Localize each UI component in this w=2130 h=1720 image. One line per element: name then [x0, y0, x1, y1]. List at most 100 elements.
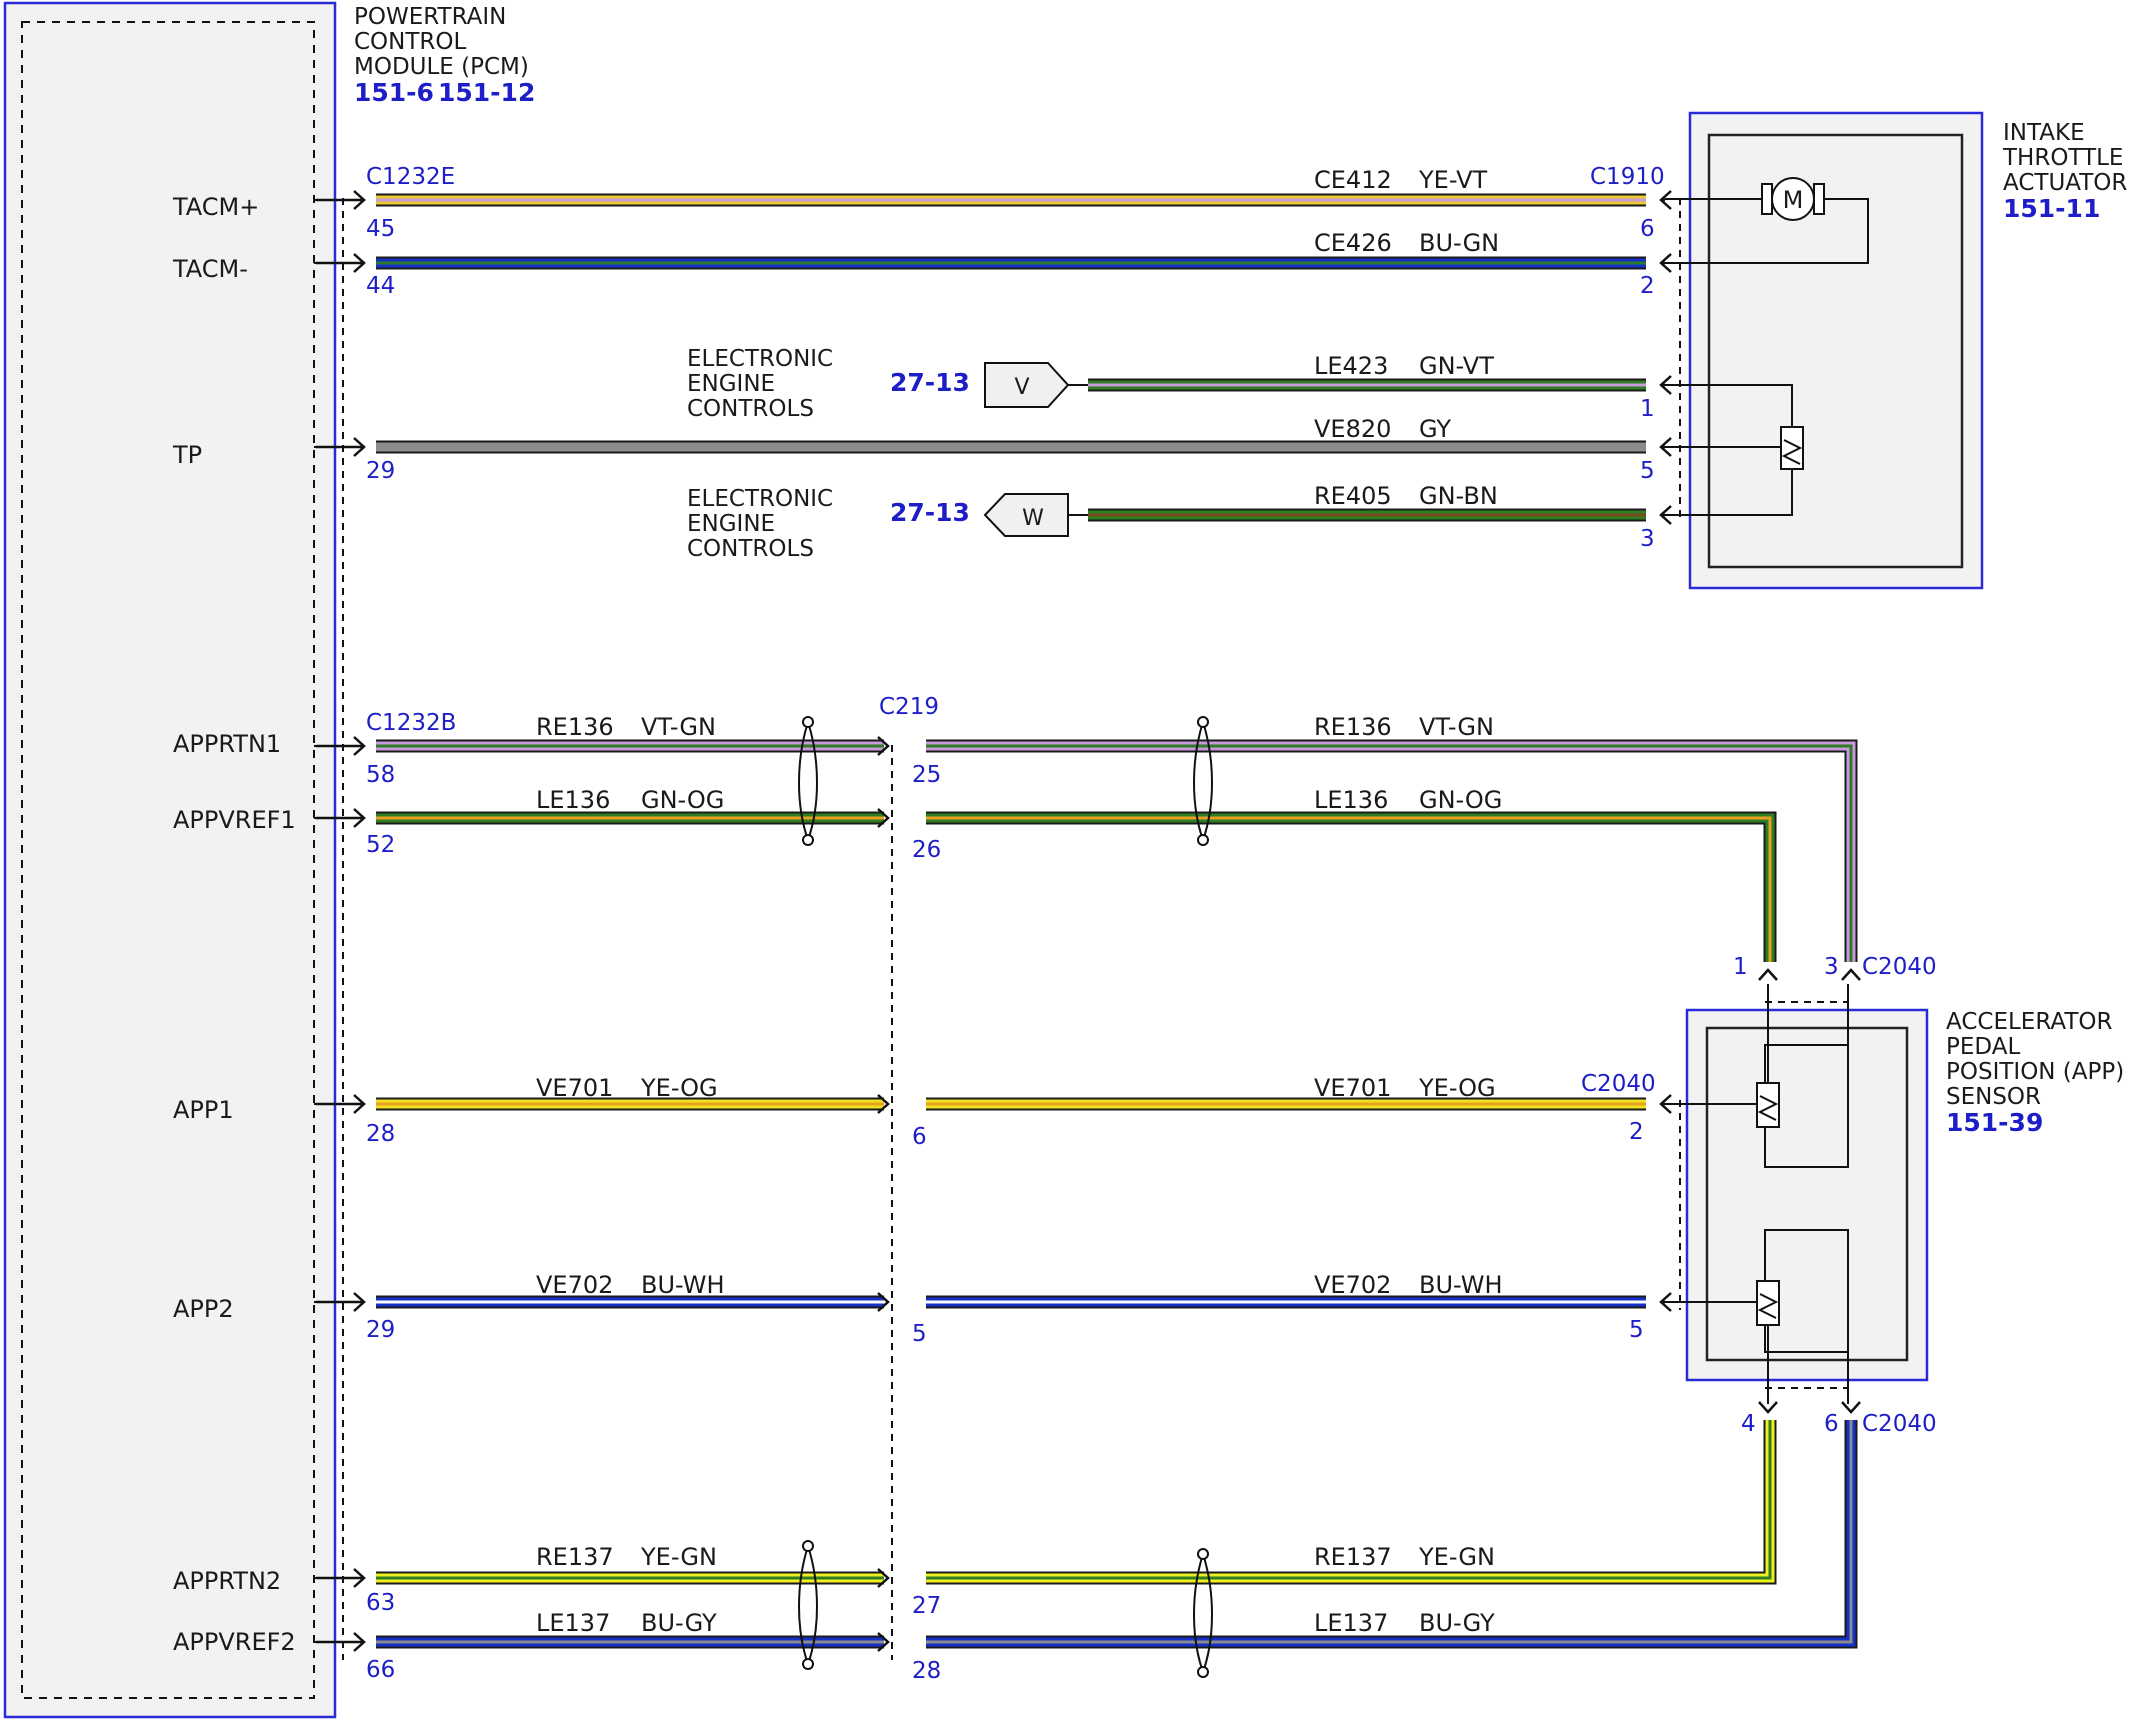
pin-c219-25: 25	[912, 762, 941, 788]
wire-re136-b[interactable]	[926, 739, 1858, 962]
wire-le136-b-stripe	[926, 816, 1772, 962]
wire-re136-b-outline	[926, 739, 1858, 962]
eec-v-tag[interactable]	[984, 362, 1070, 408]
wire-le136-b-base	[926, 813, 1775, 962]
twisted-pair-icon	[1193, 716, 1213, 846]
pin-app-5: 5	[1629, 1317, 1644, 1343]
pin-c219-6: 6	[912, 1124, 927, 1150]
pcm-title-line-1: POWERTRAIN	[354, 4, 506, 30]
eec-reference-v: ELECTRONIC ENGINE CONTROLS 27-13 V	[687, 346, 1088, 422]
wire-re137-b[interactable]	[926, 1420, 1777, 1585]
signal-appvref2: APPVREF2	[173, 1628, 296, 1656]
pin-c219-5: 5	[912, 1321, 927, 1347]
eec-w-ref[interactable]: 27-13	[890, 498, 970, 527]
pin-c219-28: 28	[912, 1658, 941, 1684]
wire-circuit-re136-b: RE136	[1314, 713, 1392, 741]
pin-app-3: 3	[1824, 954, 1839, 980]
connector-chevron-icon	[1841, 968, 1861, 981]
connector-chevron-icon	[1659, 253, 1672, 273]
wire-le136-b[interactable]	[926, 811, 1777, 962]
motor-icon: M	[1761, 177, 1825, 221]
pcm-module-inner-dashed	[21, 21, 315, 1699]
motor-label: M	[1783, 186, 1804, 214]
connector-chevron-icon	[877, 736, 890, 756]
app-title-line-3: POSITION (APP)	[1946, 1059, 2124, 1085]
wire-circuit-ve820: VE820	[1314, 415, 1391, 443]
wire-color-ve820: GY	[1419, 415, 1451, 443]
pin-pcm-63: 63	[366, 1590, 395, 1616]
wire-color-ve701-b: YE-OG	[1418, 1074, 1496, 1102]
wire-le137-b[interactable]	[926, 1420, 1858, 1649]
throttle-title-line-1: INTAKE	[2003, 120, 2085, 146]
wire-color-ce426: BU-GN	[1419, 229, 1499, 257]
wire-circuit-re137-a: RE137	[536, 1543, 614, 1571]
wire-harness	[376, 193, 1858, 1649]
signal-tacm-plus: TACM+	[172, 193, 259, 221]
wire-le137-b-stripe	[926, 1420, 1853, 1644]
app-title-line-2: PEDAL	[1946, 1034, 2020, 1060]
signal-tp: TP	[172, 441, 202, 469]
pcm-title-line-3: MODULE (PCM)	[354, 54, 529, 80]
pin-pcm-44: 44	[366, 273, 395, 299]
pcm-module-outline	[3, 1, 337, 1719]
connector-chevron-icon	[316, 1292, 366, 1312]
wire-circuit-le136-b: LE136	[1314, 786, 1388, 814]
pin-app-6: 6	[1824, 1411, 1839, 1437]
connector-chevron-icon	[1659, 437, 1672, 457]
pcm-ref-1[interactable]: 151-6	[354, 78, 434, 107]
app2-potentiometer-icon	[1756, 1280, 1780, 1326]
wire-labels: CE412 YE-VT 45 6 CE426 BU-GN 44 2 LE423 …	[366, 166, 1839, 1684]
eec-w-tag-label: W	[1022, 506, 1044, 531]
wire-color-re137-a: YE-GN	[640, 1543, 717, 1571]
wire-re137-b-stripe	[926, 1420, 1772, 1580]
wire-circuit-re136-a: RE136	[536, 713, 614, 741]
app-sensor: ACCELERATOR PEDAL POSITION (APP) SENSOR …	[1665, 984, 2124, 1404]
signal-apprtn2: APPRTN2	[173, 1567, 281, 1595]
pin-pcm-29-app2: 29	[366, 1317, 395, 1343]
app-ref[interactable]: 151-39	[1946, 1108, 2043, 1137]
wire-color-le423: GN-VT	[1419, 352, 1494, 380]
wire-circuit-ve702-b: VE702	[1314, 1271, 1391, 1299]
connector-chevron-icon	[316, 1094, 366, 1114]
pcm-ref-2[interactable]: 151-12	[438, 78, 535, 107]
throttle-position-sensor-icon	[1780, 426, 1804, 470]
wire-circuit-re405: RE405	[1314, 482, 1392, 510]
pin-pcm-58: 58	[366, 762, 395, 788]
throttle-actuator: M INTAKE THROTTLE ACTUATOR 151-11	[1665, 111, 2127, 590]
signal-appvref1: APPVREF1	[173, 806, 296, 834]
connector-c1232e[interactable]: C1232E	[366, 164, 455, 190]
eec-v-title-line-1: ELECTRONIC	[687, 346, 833, 372]
wire-le137-b-base	[926, 1420, 1856, 1647]
connector-c1232b[interactable]: C1232B	[366, 710, 456, 736]
eec-w-title-line-3: CONTROLS	[687, 536, 814, 562]
throttle-actuator-inner	[1707, 133, 1964, 569]
connector-c1910[interactable]: C1910	[1590, 164, 1665, 190]
connector-chevron-icon	[316, 190, 366, 210]
connector-chevron-icon	[316, 1568, 366, 1588]
wire-le137-b-outline	[926, 1420, 1858, 1649]
connector-chevron-icon	[316, 736, 366, 756]
twisted-pair-symbols	[798, 716, 1213, 1678]
throttle-title-line-3: ACTUATOR	[2003, 170, 2127, 196]
connector-c219[interactable]: C219	[879, 694, 939, 720]
throttle-ref[interactable]: 151-11	[2003, 194, 2100, 223]
connector-c2040-bottom[interactable]: C2040	[1862, 1411, 1937, 1437]
app-title-line-4: SENSOR	[1946, 1084, 2041, 1110]
wire-circuit-re137-b: RE137	[1314, 1543, 1392, 1571]
pin-app-2: 2	[1629, 1119, 1644, 1145]
connector-chevron-icon	[1659, 1292, 1672, 1312]
connector-c2040-top[interactable]: C2040	[1862, 954, 1937, 980]
connector-chevron-icon	[1659, 1094, 1672, 1114]
eec-v-ref[interactable]: 27-13	[890, 368, 970, 397]
wire-circuit-ce426: CE426	[1314, 229, 1392, 257]
pin-pcm-29-tp: 29	[366, 458, 395, 484]
connector-chevron-icon	[1841, 1401, 1861, 1414]
wire-color-ve702-a: BU-WH	[641, 1271, 725, 1299]
connector-c2040-mid[interactable]: C2040	[1581, 1071, 1656, 1097]
app1-potentiometer-icon	[1756, 1082, 1780, 1128]
app-sensor-inner	[1705, 1026, 1909, 1362]
pin-throttle-2: 2	[1640, 273, 1655, 299]
wire-re136-b-base	[926, 741, 1856, 962]
pin-pcm-45: 45	[366, 216, 395, 242]
